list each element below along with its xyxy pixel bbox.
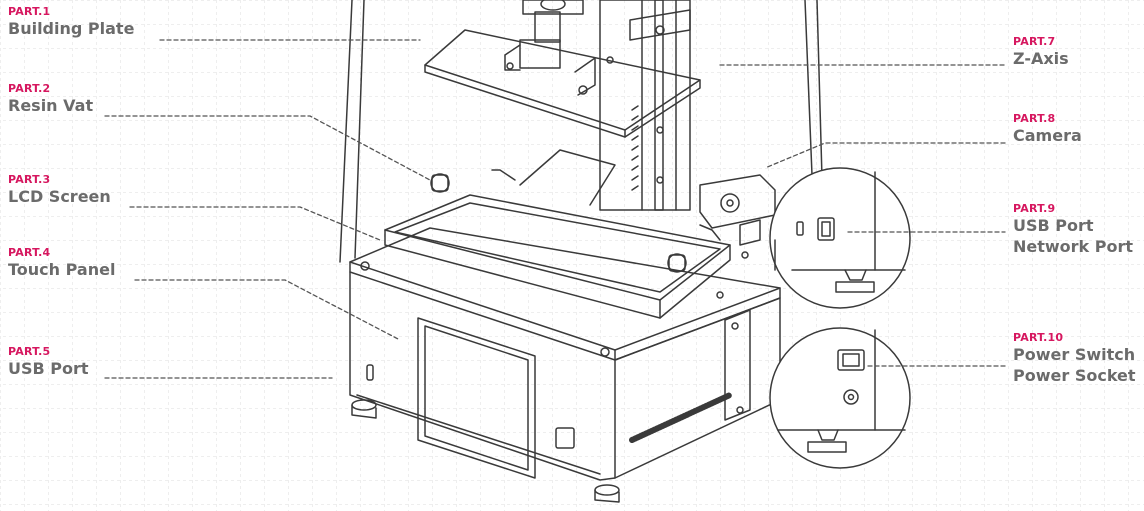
part-number: PART.1 [8,5,51,18]
touch-panel-shape [417,317,536,479]
detail-circle-top [769,167,911,309]
part-number: PART.3 [8,173,51,186]
label-part-1: PART.1 Building Plate [8,5,134,39]
part-number: PART.8 [1013,112,1056,125]
part-number: PART.9 [1013,202,1056,215]
label-part-3: PART.3 LCD Screen [8,173,111,207]
part-number: PART.2 [8,82,51,95]
part-name: USB Port [8,359,89,378]
label-part-2: PART.2 Resin Vat [8,82,93,116]
part-name: Z-Axis [1013,49,1069,68]
part-name: Touch Panel [8,260,116,279]
part-name: Power Switch [1013,345,1136,364]
part-name-secondary: Power Socket [1013,366,1136,385]
printer-base [349,271,781,503]
camera-shape [699,174,776,246]
part-name: Resin Vat [8,96,94,115]
label-part-9: PART.9 USB Port Network Port [1013,202,1133,257]
building-plate [424,11,701,138]
part-name: Building Plate [8,19,135,38]
label-part-7: PART.7 Z-Axis [1013,35,1069,69]
label-part-4: PART.4 Touch Panel [8,246,115,280]
leader-lines [104,39,1006,379]
label-part-5: PART.5 USB Port [8,345,89,379]
label-part-8: PART.8 Camera [1013,112,1082,146]
part-number: PART.7 [1013,35,1056,48]
part-name-secondary: Network Port [1013,237,1134,256]
part-name: USB Port [1013,216,1094,235]
part-number: PART.4 [8,246,51,259]
detail-circle-bottom [769,327,911,469]
label-part-10: PART.10 Power Switch Power Socket [1013,331,1136,386]
part-number: PART.10 [1013,331,1064,344]
part-name: LCD Screen [8,187,111,206]
part-number: PART.5 [8,345,51,358]
cover-edges [339,0,823,263]
part-name: Camera [1013,126,1082,145]
resin-vat [384,149,731,319]
